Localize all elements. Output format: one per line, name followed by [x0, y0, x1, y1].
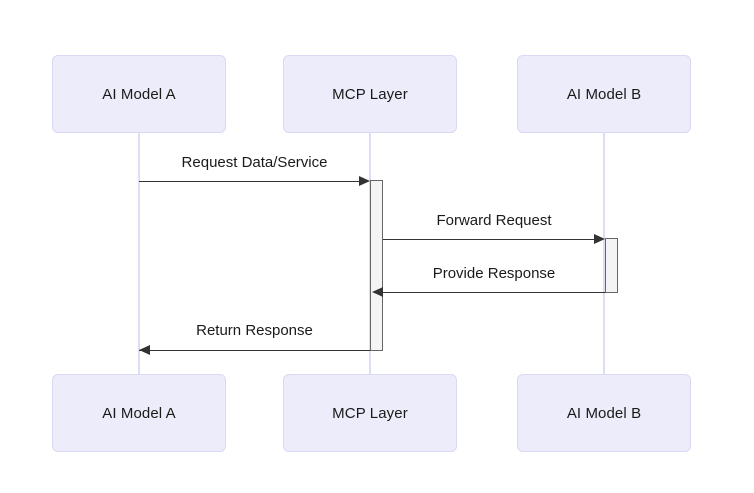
message-label-request-data-service: Request Data/Service	[181, 154, 328, 171]
lifeline-model-b	[603, 132, 605, 374]
message-arrowhead-return-response	[139, 345, 150, 355]
message-label-forward-request: Forward Request	[436, 212, 552, 229]
message-arrowhead-request-data-service	[359, 176, 370, 186]
message-label-return-response: Return Response	[196, 322, 313, 339]
participant-label: AI Model A	[102, 404, 176, 422]
participant-header-mcp-layer[interactable]: MCP Layer	[283, 55, 457, 133]
activation-bar-model-b	[605, 238, 618, 293]
activation-bar-mcp-layer	[370, 180, 383, 351]
participant-label: MCP Layer	[332, 404, 408, 422]
participant-footer-model-a[interactable]: AI Model A	[52, 374, 226, 452]
participant-label: AI Model B	[566, 404, 642, 422]
message-line-return-response	[139, 350, 370, 351]
message-label-provide-response: Provide Response	[432, 265, 556, 282]
participant-footer-mcp-layer[interactable]: MCP Layer	[283, 374, 457, 452]
participant-footer-model-b[interactable]: AI Model B	[517, 374, 691, 452]
message-arrowhead-provide-response	[372, 287, 383, 297]
participant-label: MCP Layer	[332, 85, 408, 103]
participant-label: AI Model B	[566, 85, 642, 103]
message-line-request-data-service	[139, 181, 363, 182]
lifeline-model-a	[138, 132, 140, 374]
message-arrowhead-forward-request	[594, 234, 605, 244]
participant-label: AI Model A	[102, 85, 176, 103]
participant-header-model-b[interactable]: AI Model B	[517, 55, 691, 133]
message-line-forward-request	[383, 239, 600, 240]
participant-header-model-a[interactable]: AI Model A	[52, 55, 226, 133]
message-line-provide-response	[383, 292, 605, 293]
